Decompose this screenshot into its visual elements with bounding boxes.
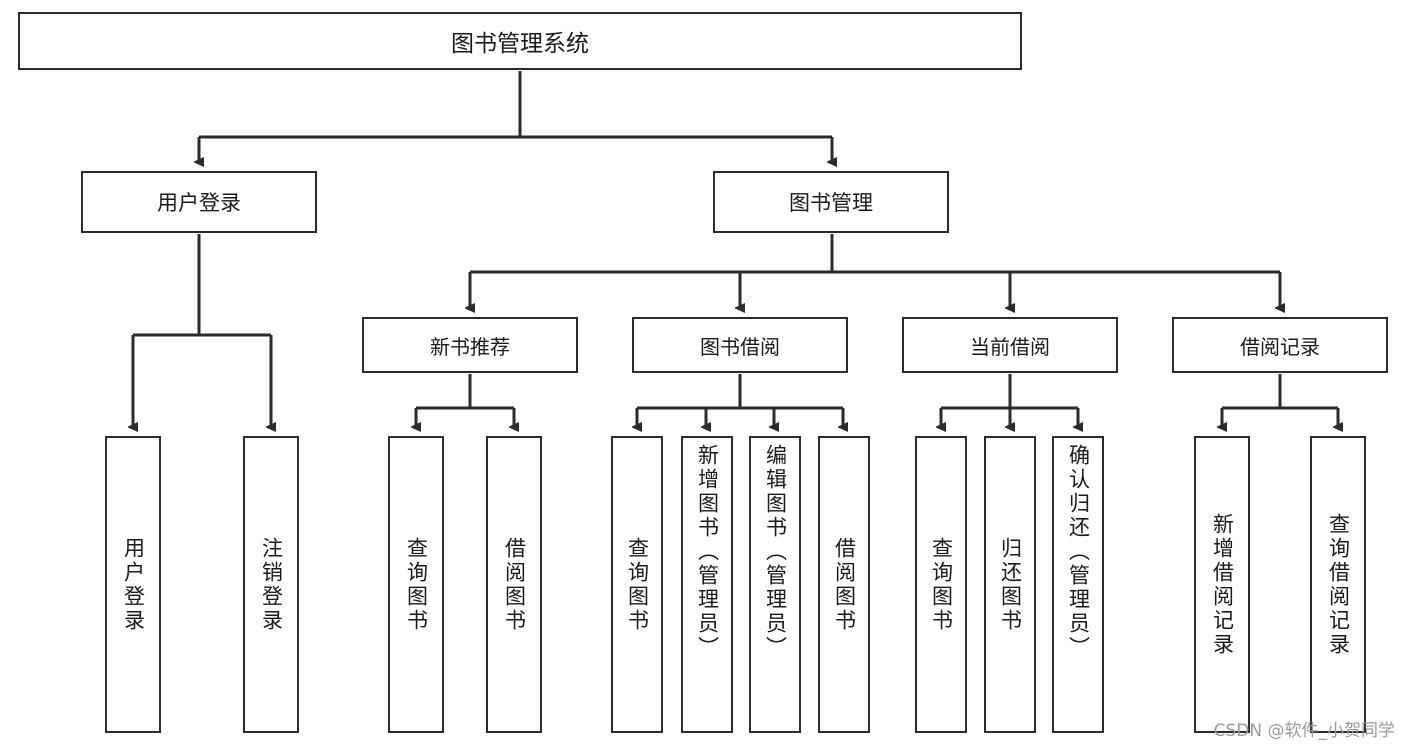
leaf-label: 查询图书 — [404, 536, 429, 633]
node-new-book-recommend[interactable]: 新书推荐 — [362, 317, 578, 373]
leaf-label: 查询图书 — [625, 536, 650, 633]
leaf-record-query-record[interactable]: 查询借阅记录 — [1310, 436, 1366, 733]
leaf-borrow-add-book-admin[interactable]: 新增图书（管理员） — [681, 436, 733, 733]
node-user-login[interactable]: 用户登录 — [81, 171, 317, 233]
leaf-user-login-logout[interactable]: 注销登录 — [243, 436, 299, 733]
leaf-current-confirm-return-admin[interactable]: 确认归还（管理员） — [1052, 436, 1104, 733]
node-book-management[interactable]: 图书管理 — [713, 171, 949, 233]
leaf-borrow-query-book[interactable]: 查询图书 — [611, 436, 663, 733]
leaf-record-add-record[interactable]: 新增借阅记录 — [1194, 436, 1250, 733]
node-label: 新书推荐 — [430, 334, 510, 359]
leaf-label: 确认归还（管理员） — [1066, 444, 1091, 660]
leaf-label: 注销登录 — [259, 536, 284, 633]
node-book-borrow[interactable]: 图书借阅 — [632, 317, 848, 373]
leaf-label: 编辑图书（管理员） — [763, 444, 788, 660]
node-label: 当前借阅 — [970, 334, 1050, 359]
watermark: CSDN @软件_小贺同学 — [1213, 721, 1395, 741]
leaf-current-return-book[interactable]: 归还图书 — [984, 436, 1036, 733]
leaf-borrow-borrow-book[interactable]: 借阅图书 — [818, 436, 870, 733]
leaf-recommend-borrow-book[interactable]: 借阅图书 — [486, 436, 542, 733]
leaf-label: 借阅图书 — [832, 536, 857, 633]
leaf-label: 用户登录 — [121, 536, 146, 633]
node-current-borrow[interactable]: 当前借阅 — [902, 317, 1118, 373]
node-label: 图书管理 — [789, 191, 873, 215]
node-label: 借阅记录 — [1240, 334, 1320, 359]
leaf-current-query-book[interactable]: 查询图书 — [915, 436, 967, 733]
node-label: 用户登录 — [157, 191, 241, 215]
leaf-recommend-query-book[interactable]: 查询图书 — [388, 436, 444, 733]
leaf-borrow-edit-book-admin[interactable]: 编辑图书（管理员） — [749, 436, 801, 733]
leaf-label: 查询借阅记录 — [1326, 512, 1351, 657]
leaf-label: 新增图书（管理员） — [695, 444, 720, 660]
leaf-user-login-login[interactable]: 用户登录 — [105, 436, 161, 733]
leaf-label: 归还图书 — [998, 536, 1023, 633]
node-borrow-record[interactable]: 借阅记录 — [1172, 317, 1388, 373]
node-label: 图书管理系统 — [451, 31, 589, 57]
node-label: 图书借阅 — [700, 334, 780, 359]
node-root-system[interactable]: 图书管理系统 — [18, 12, 1022, 70]
leaf-label: 查询图书 — [929, 536, 954, 633]
leaf-label: 新增借阅记录 — [1210, 512, 1235, 657]
leaf-label: 借阅图书 — [502, 536, 527, 633]
